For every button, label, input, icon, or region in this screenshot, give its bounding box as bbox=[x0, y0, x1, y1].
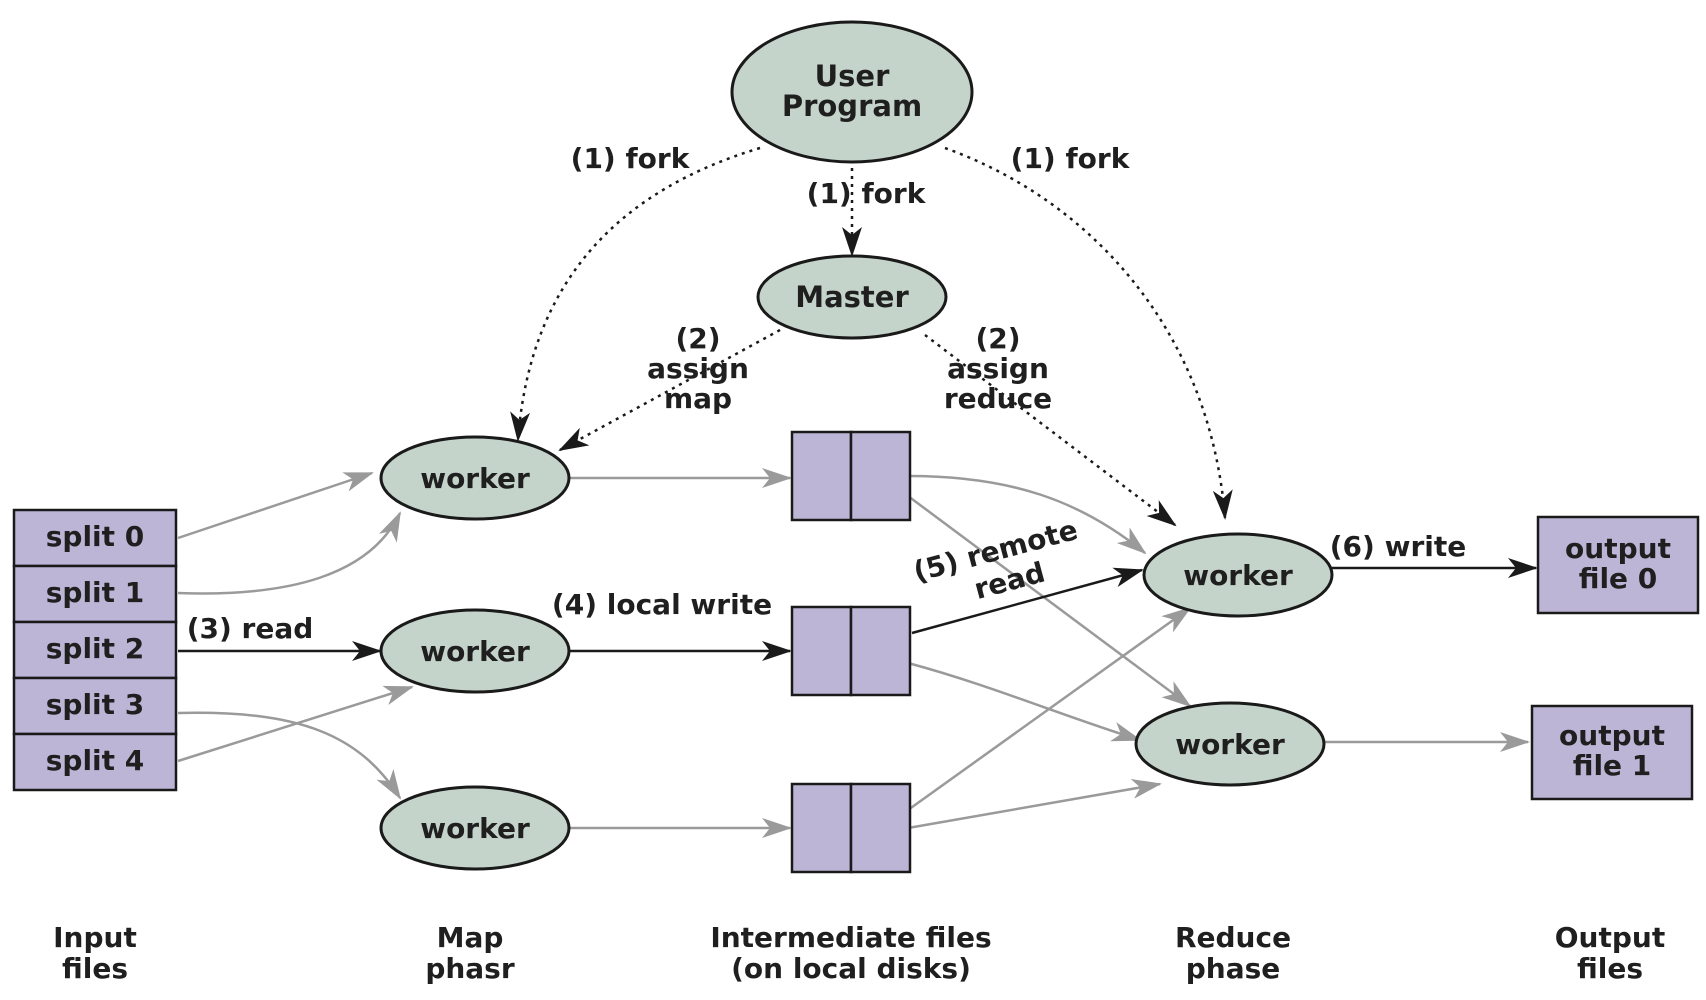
edges bbox=[177, 146, 1538, 838]
output-file-1-label-line2: file 1 bbox=[1573, 749, 1652, 782]
edge-intermediate3-reduce2 bbox=[907, 778, 1162, 830]
column-label-intermediate-line1: Intermediate files bbox=[710, 921, 991, 954]
reduce-worker-2: worker bbox=[1134, 701, 1326, 787]
reduce-worker-2-label: worker bbox=[1175, 728, 1285, 761]
assign-reduce-label-line3: reduce bbox=[944, 382, 1052, 415]
edge-intermediate2-reduce2 bbox=[907, 661, 1142, 742]
input-splits: split 0 split 1 split 2 split 3 split 4 bbox=[12, 508, 178, 792]
output-file-1-box bbox=[1530, 704, 1694, 801]
map-worker-2-label: worker bbox=[420, 635, 530, 668]
split-label-4: split 4 bbox=[46, 744, 145, 777]
output-file-1: output file 1 bbox=[1530, 704, 1694, 801]
master-ellipse bbox=[756, 254, 948, 340]
split-label-0: split 0 bbox=[46, 520, 145, 553]
fork-label-center: (1) fork bbox=[807, 177, 927, 210]
intermediate-file-1-right bbox=[849, 430, 912, 522]
fork-label-left: (1) fork bbox=[571, 142, 691, 175]
assign-reduce-label-line1: (2) bbox=[975, 322, 1020, 355]
edge-intermediate1-reduce2 bbox=[907, 494, 1192, 708]
assign-reduce-label-line2: assign bbox=[947, 352, 1049, 385]
map-worker-3: worker bbox=[379, 785, 571, 871]
map-worker-3-ellipse bbox=[379, 785, 571, 871]
reduce-worker-1: worker bbox=[1142, 532, 1334, 618]
split-label-3: split 3 bbox=[46, 688, 145, 721]
user-program-node: User Program bbox=[730, 20, 974, 164]
intermediate-file-2-right bbox=[849, 605, 912, 697]
read-label: (3) read bbox=[187, 612, 314, 645]
column-label-intermediate-line2: (on local disks) bbox=[731, 952, 971, 985]
edge-split0-worker1 bbox=[177, 471, 374, 540]
assign-map-label-line2: assign bbox=[647, 352, 749, 385]
write-label: (6) write bbox=[1330, 530, 1466, 563]
column-label-input-line1: Input bbox=[53, 921, 137, 954]
split-box-1 bbox=[12, 564, 178, 624]
column-label-input-line2: files bbox=[62, 952, 128, 985]
user-program-ellipse bbox=[730, 20, 974, 164]
column-label-map-line1: Map bbox=[437, 921, 504, 954]
intermediate-file-1 bbox=[790, 430, 912, 522]
column-label-reduce-line1: Reduce bbox=[1175, 921, 1291, 954]
edge-split1-worker1 bbox=[177, 511, 402, 595]
edge-intermediate3-reduce1 bbox=[907, 606, 1192, 812]
reduce-worker-2-ellipse bbox=[1134, 701, 1326, 787]
fork-edge-right bbox=[944, 146, 1233, 520]
split-box-4 bbox=[12, 732, 178, 792]
master-label: Master bbox=[795, 280, 909, 314]
intermediate-file-3-right bbox=[849, 782, 912, 874]
output-file-0-label-line2: file 0 bbox=[1579, 562, 1658, 595]
intermediate-file-3-left bbox=[790, 782, 853, 874]
intermediate-file-3 bbox=[790, 782, 912, 874]
local-write-label: (4) local write bbox=[552, 588, 772, 621]
assign-map-edge bbox=[558, 328, 781, 452]
column-label-map-line2: phasr bbox=[425, 952, 515, 985]
reduce-worker-1-label: worker bbox=[1183, 559, 1293, 592]
column-label-reduce-line2: phase bbox=[1186, 952, 1281, 985]
map-worker-2-ellipse bbox=[379, 608, 571, 694]
user-program-label-line2: Program bbox=[782, 89, 922, 123]
assign-map-label-line3: map bbox=[664, 382, 732, 415]
edge-split3-worker3 bbox=[177, 711, 402, 800]
map-worker-3-label: worker bbox=[420, 812, 530, 845]
split-box-0 bbox=[12, 508, 178, 568]
map-worker-1-label: worker bbox=[420, 462, 530, 495]
edge-labels: (1) fork (1) fork (1) fork (2) assign ma… bbox=[187, 142, 1467, 645]
fork-edge-left bbox=[510, 146, 761, 442]
column-label-output-line2: files bbox=[1577, 952, 1643, 985]
assign-map-label-line1: (2) bbox=[675, 322, 720, 355]
intermediate-file-1-left bbox=[790, 430, 853, 522]
split-label-1: split 1 bbox=[46, 576, 145, 609]
output-file-0-box bbox=[1536, 515, 1700, 615]
intermediate-file-2-left bbox=[790, 605, 853, 697]
output-file-1-label-line1: output bbox=[1559, 719, 1665, 752]
output-file-0: output file 0 bbox=[1536, 515, 1700, 615]
map-worker-1-ellipse bbox=[379, 435, 571, 521]
column-label-output-line1: Output bbox=[1555, 921, 1665, 954]
intermediate-file-2 bbox=[790, 605, 912, 697]
map-worker-2: worker bbox=[379, 608, 571, 694]
fork-label-right: (1) fork bbox=[1011, 142, 1131, 175]
master-node: Master bbox=[756, 254, 948, 340]
map-worker-1: worker bbox=[379, 435, 571, 521]
reduce-worker-1-ellipse bbox=[1142, 532, 1334, 618]
split-box-3 bbox=[12, 676, 178, 736]
split-label-2: split 2 bbox=[46, 632, 145, 665]
edge-intermediate2-reduce1-remote-read bbox=[911, 567, 1144, 635]
column-labels: Input files Map phasr Intermediate files… bbox=[53, 921, 1665, 985]
user-program-label-line1: User bbox=[815, 59, 890, 93]
edge-intermediate1-reduce1 bbox=[907, 474, 1147, 555]
output-file-0-label-line1: output bbox=[1565, 532, 1671, 565]
split-box-2 bbox=[12, 620, 178, 680]
